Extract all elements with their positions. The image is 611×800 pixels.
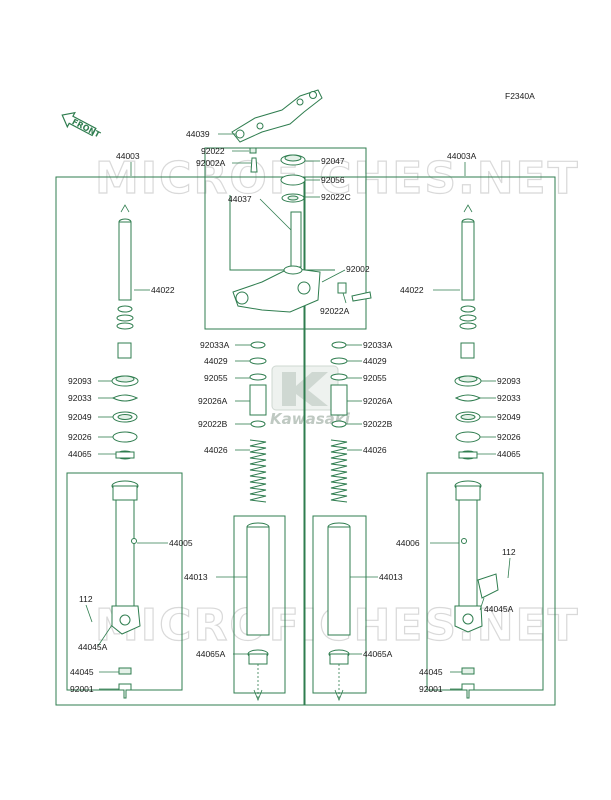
label-44039: 44039 — [186, 129, 210, 139]
label-44022-left: 44022 — [151, 285, 175, 295]
label-92033-left: 92033 — [68, 393, 92, 403]
label-44045A-left: 44045A — [78, 642, 108, 652]
label-44045-left: 44045 — [70, 667, 94, 677]
label-44003A: 44003A — [447, 151, 477, 161]
label-92026A-cl: 92026A — [198, 396, 228, 406]
label-92049-left: 92049 — [68, 412, 92, 422]
label-44065A-cr: 44065A — [363, 649, 393, 659]
label-112-left: 112 — [79, 594, 93, 604]
label-44013-cr: 44013 — [379, 572, 403, 582]
label-92026-right: 92026 — [497, 432, 521, 442]
label-44065-left: 44065 — [68, 449, 92, 459]
label-92026-left: 92026 — [68, 432, 92, 442]
label-44026-cl: 44026 — [204, 445, 228, 455]
upper-bracket — [231, 89, 323, 143]
right-inner-tube — [459, 218, 477, 359]
label-92049-right: 92049 — [497, 412, 521, 422]
label-92022C: 92022C — [321, 192, 351, 202]
center-right-stack — [327, 341, 351, 665]
label-92033A-cr: 92033A — [363, 340, 393, 350]
label-92033A-cl: 92033A — [200, 340, 230, 350]
label-44022-right: 44022 — [400, 285, 424, 295]
left-outer-tube — [111, 480, 141, 635]
label-44005: 44005 — [169, 538, 193, 548]
center-left-inner-box — [233, 515, 286, 694]
stem-box — [204, 147, 367, 330]
label-44045-right: 44045 — [419, 667, 443, 677]
label-92001-left: 92001 — [70, 684, 94, 694]
left-inner-tube — [116, 218, 134, 359]
steering-stem — [232, 211, 321, 313]
figure-code: F2340A — [505, 91, 535, 101]
label-92022B-cr: 92022B — [363, 419, 393, 429]
label-92002: 92002 — [346, 264, 370, 274]
center-left-stack — [246, 341, 270, 665]
watermark-top: MICROFICHES.NET — [95, 153, 580, 204]
right-fork-box — [304, 176, 556, 706]
label-44003: 44003 — [116, 151, 140, 161]
stem-inner-box — [229, 195, 335, 271]
label-44045A-right: 44045A — [484, 604, 514, 614]
label-92002A: 92002A — [196, 158, 226, 168]
label-92047: 92047 — [321, 156, 345, 166]
label-44029-cl: 44029 — [204, 356, 228, 366]
label-92022: 92022 — [201, 146, 225, 156]
label-44029-cr: 44029 — [363, 356, 387, 366]
label-44065A-cl: 44065A — [196, 649, 226, 659]
label-44026-cr: 44026 — [363, 445, 387, 455]
label-92093-right: 92093 — [497, 376, 521, 386]
label-44065-right: 44065 — [497, 449, 521, 459]
center-right-inner-box — [312, 515, 367, 694]
label-92022B-cl: 92022B — [198, 419, 228, 429]
label-92001-right: 92001 — [419, 684, 443, 694]
label-112-right: 112 — [502, 547, 516, 557]
label-44037: 44037 — [228, 194, 252, 204]
label-92022A: 92022A — [320, 306, 350, 316]
label-92055-cl: 92055 — [204, 373, 228, 383]
left-fork-box — [55, 176, 305, 706]
label-44013-cl: 44013 — [184, 572, 208, 582]
right-lower-box — [426, 472, 544, 691]
svg-text:FRONT: FRONT — [70, 117, 102, 140]
label-92033-right: 92033 — [497, 393, 521, 403]
label-44006: 44006 — [396, 538, 420, 548]
right-outer-tube — [454, 480, 499, 633]
label-92093-left: 92093 — [68, 376, 92, 386]
label-92056: 92056 — [321, 175, 345, 185]
label-92055-cr: 92055 — [363, 373, 387, 383]
front-arrow-icon: FRONT — [61, 111, 102, 140]
label-92026A-cr: 92026A — [363, 396, 393, 406]
